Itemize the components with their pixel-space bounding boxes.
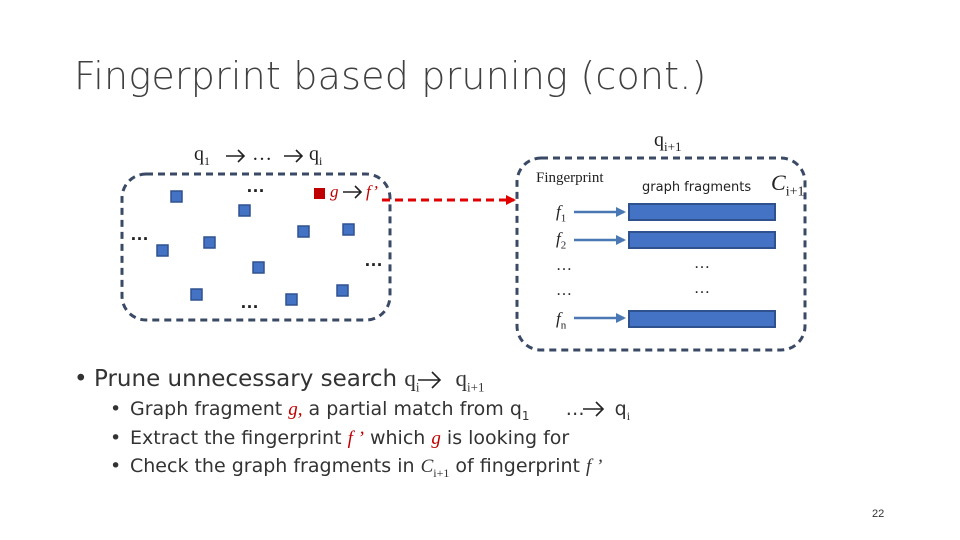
query-path-label: q1 xyxy=(194,143,210,168)
partial-match-square xyxy=(190,288,203,301)
arrow-icon xyxy=(343,185,363,199)
arrow-icon xyxy=(418,371,442,389)
slide-title: Fingerprint based pruning (cont.) xyxy=(74,54,707,98)
f-label: f’ xyxy=(366,182,378,201)
bullet-marker: • xyxy=(110,398,122,420)
partial-match-square xyxy=(203,236,216,249)
partial-match-squares xyxy=(156,190,355,306)
fragments-header: graph fragments xyxy=(642,180,752,195)
fingerprint-header: Fingerprint xyxy=(536,170,604,186)
bullet-marker: • xyxy=(74,366,88,392)
qi1-label: qi+1 xyxy=(654,129,682,154)
bullet-sub-2: •Extract the fingerprint f ’ which g is … xyxy=(110,427,570,449)
partial-match-square xyxy=(238,204,251,217)
g-label: g xyxy=(330,182,339,201)
ellipsis-right: … xyxy=(364,250,383,271)
arrow-icon xyxy=(226,149,246,163)
partial-match-square xyxy=(336,284,349,297)
ci1-label: Ci+1 xyxy=(771,170,805,200)
bullet-marker: • xyxy=(110,427,122,449)
arrow-icon xyxy=(583,401,605,417)
fingerprint-f1: f1 xyxy=(556,202,567,225)
page-number: 22 xyxy=(872,508,885,520)
fingerprint-fn: fn xyxy=(556,309,567,332)
partial-match-square xyxy=(297,225,310,238)
ellipsis-left: … xyxy=(130,224,149,245)
fragment-dots-2: … xyxy=(694,280,710,297)
fingerprint-f2: f2 xyxy=(556,229,567,252)
fragment-bar-1 xyxy=(628,203,776,221)
partial-match-square xyxy=(156,244,169,257)
partial-match-square xyxy=(252,261,265,274)
arrow-icon xyxy=(284,149,304,163)
fragment-bar-n xyxy=(628,310,776,328)
fingerprint-dots-2: … xyxy=(556,282,572,299)
search-space-box xyxy=(120,172,392,322)
fragment-dots-1: … xyxy=(694,255,710,272)
query-path-qi: qi xyxy=(309,143,323,168)
fingerprint-box xyxy=(515,156,807,352)
partial-match-square xyxy=(342,223,355,236)
ellipsis-bottom: … xyxy=(240,292,259,313)
bullet-sub-1: •Graph fragment g, a partial match from … xyxy=(110,398,631,423)
bullet-sub-3: •Check the graph fragments in Ci+1 of fi… xyxy=(110,455,603,480)
g-square xyxy=(314,188,325,199)
path-arrows xyxy=(226,149,605,417)
fingerprint-dots-1: … xyxy=(556,257,572,274)
partial-match-square xyxy=(170,190,183,203)
bullet-marker: • xyxy=(110,455,122,477)
ellipsis-top: … xyxy=(246,176,265,197)
query-path-mid: … xyxy=(252,143,272,165)
fragment-bar-2 xyxy=(628,231,776,249)
partial-match-square xyxy=(285,293,298,306)
